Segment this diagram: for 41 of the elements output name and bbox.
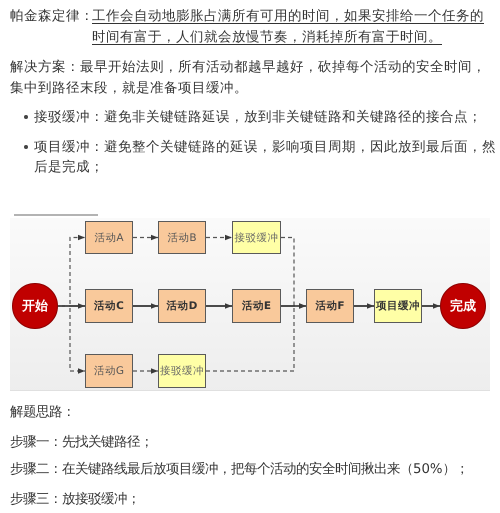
step-text: 步骤三：放接驳缓冲； — [10, 490, 141, 509]
activity-box — [158, 221, 206, 254]
node-label: 活动A — [94, 230, 124, 244]
arrow — [133, 303, 158, 309]
step-text: 步骤一：先找关键路径； — [10, 434, 154, 452]
list-item-text: 接驳缓冲：避免非关键链路延误，放到非关键链路和关键路径的接合点； — [34, 108, 483, 127]
node-label: 完成 — [450, 298, 476, 315]
arrow — [206, 303, 232, 309]
buffer-box — [232, 221, 281, 254]
node-label: 活动D — [166, 299, 198, 313]
node-label: 活动C — [94, 299, 124, 313]
node-label: 活动G — [94, 364, 124, 378]
node-label: 项目缓冲 — [376, 299, 420, 313]
paragraph-text: 解决方案：最早开始法则，所有活动都越早越好，砍掉每个活动的安全时间，集中到路径末段，就是准备项目缓冲。 — [10, 58, 487, 98]
activity-box — [85, 289, 133, 323]
list-item-text: 项目缓冲：避免整个关键链路的延误，影响项目周期，因此放到最后面，然后是完成； — [34, 138, 496, 177]
dashed-arrow — [206, 234, 232, 240]
arrow — [58, 303, 85, 309]
node-label: 活动E — [242, 299, 272, 313]
node-label: 接驳缓冲 — [160, 364, 204, 378]
definition-text: 工作会自动地膨胀占满所有可用的时间，如果安排给一个任务的时间有富于，人们就会放慢节奏，消耗掉所有富于时间。 — [92, 7, 485, 47]
node-label: 开始 — [22, 298, 48, 315]
activity-box — [232, 289, 281, 323]
dashed-arrow — [58, 305, 85, 374]
arrow — [422, 303, 440, 309]
dashed-arrow — [206, 303, 306, 372]
arrow — [281, 303, 306, 309]
arrow — [354, 303, 374, 309]
activity-box — [85, 221, 133, 254]
activity-box — [158, 289, 206, 323]
node-label: 活动B — [167, 230, 197, 244]
step-text: 步骤二：在关键路线最后放项目缓冲，把每个活动的安全时间揪出来（50%）； — [10, 460, 470, 479]
node-label: 接驳缓冲 — [234, 230, 278, 244]
buffer-box — [374, 289, 422, 323]
activity-box — [306, 289, 354, 323]
buffer-box — [158, 354, 206, 388]
node-label: 活动F — [315, 299, 345, 313]
dashed-arrow — [133, 368, 158, 374]
dashed-arrow — [133, 234, 158, 240]
activity-box — [85, 354, 133, 388]
section-heading: 解题思路： — [10, 404, 76, 422]
